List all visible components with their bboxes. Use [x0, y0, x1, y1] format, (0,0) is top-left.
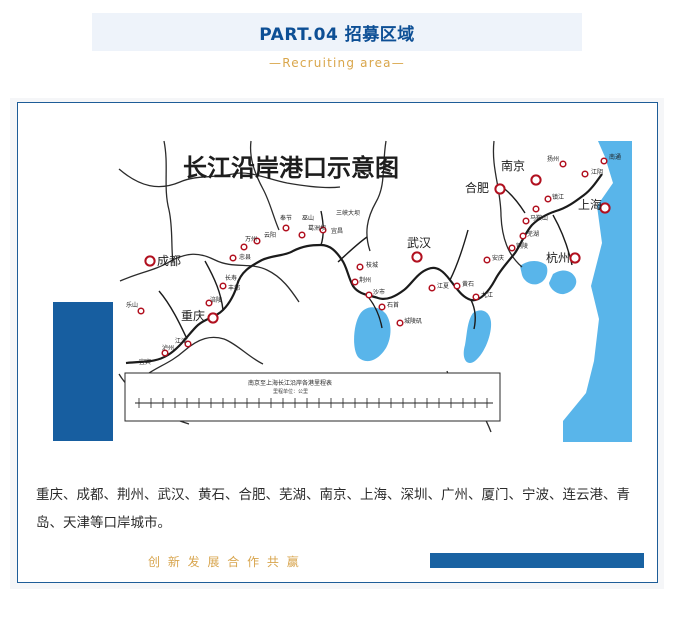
section-title-bar: PART.04 招募区域: [92, 13, 582, 51]
marker-chengdu: [144, 255, 156, 267]
city-markers: [137, 157, 611, 357]
legend-ticks: [138, 398, 488, 408]
legend-title: 南京至上海长江沿岸各港里程表: [248, 379, 332, 387]
label-yichang: 宜昌: [331, 227, 343, 235]
mileage-legend: 南京至上海长江沿岸各港里程表 里程单位：公里: [124, 372, 501, 422]
dongting-lake: [354, 307, 391, 362]
sea-area: [563, 141, 632, 442]
taihu-lake: [549, 270, 577, 295]
marker-hefei: [494, 183, 506, 195]
marker-wuhan: [411, 251, 423, 263]
map-title: 长江沿岸港口示意图: [183, 154, 399, 182]
marker-chongqing: [207, 312, 219, 324]
label-hefei: 合肥: [465, 180, 489, 195]
marker-shanghai: [599, 202, 611, 214]
label-changshou: 长寿: [225, 274, 237, 282]
yangtze-port-map: 长江沿岸港口示意图: [53, 140, 632, 442]
marker-hangzhou: [569, 252, 581, 264]
label-huangshi: 黄石: [462, 280, 474, 288]
label-shishou: 石首: [387, 301, 399, 309]
recruitment-cities-text: 重庆、成都、荆州、武汉、黄石、合肥、芜湖、南京、上海、深圳、广州、厦门、宁波、连…: [36, 487, 630, 531]
label-fengjie: 奉节: [280, 214, 292, 222]
label-jiangxia: 江夏: [437, 283, 449, 290]
label-zhongxian: 忠县: [239, 253, 251, 261]
label-chenglingji: 城陵矶: [404, 317, 422, 325]
label-jiujiang: 九江: [481, 291, 493, 299]
label-shanghai: 上海: [578, 197, 602, 212]
map-accent-block: [53, 302, 113, 441]
label-yunyang: 云阳: [264, 231, 276, 239]
label-wanzhou: 万州: [245, 236, 257, 243]
poyang-lake: [463, 310, 492, 364]
legend-subtitle: 里程单位：公里: [273, 388, 308, 395]
label-nanjing: 南京: [501, 158, 525, 173]
label-jiangjin: 江津: [175, 338, 187, 345]
label-jingzhou: 荆州: [359, 276, 371, 284]
label-zhenjiang: 镇江: [552, 193, 564, 201]
slogan-text: 创 新 发 展 合 作 共 赢: [148, 555, 301, 569]
section-subtitle: —Recruiting area—: [269, 56, 405, 70]
legend-box: [124, 372, 501, 422]
label-maanshan: 马鞍山: [530, 214, 548, 222]
label-hangzhou: 杭州: [546, 250, 570, 265]
label-chengdu: 成都: [157, 254, 181, 268]
label-wuhan: 武汉: [407, 236, 431, 250]
label-sanxia: 三峡大坝: [336, 209, 360, 217]
marker-nanjing: [530, 174, 542, 186]
label-zhicheng: 枝城: [366, 261, 378, 269]
label-nantong: 南通: [609, 153, 621, 161]
section-title: PART.04 招募区域: [259, 24, 415, 45]
label-jiangyin: 江阴: [591, 168, 603, 176]
label-tongling: 铜陵: [516, 242, 528, 250]
label-anqing: 安庆: [492, 254, 504, 262]
map-svg: 长江沿岸港口示意图: [118, 140, 632, 442]
label-wushan: 巫山: [302, 214, 314, 222]
label-fengdu: 丰都: [228, 284, 240, 292]
label-luzhou: 泸州: [162, 344, 174, 352]
label-wuhu: 芜湖: [527, 230, 539, 238]
label-chongqing: 重庆: [181, 309, 205, 323]
yangtze-river: [125, 173, 603, 365]
label-shashi: 沙市: [373, 288, 385, 296]
label-yibin: 宜宾: [139, 358, 151, 366]
chaohu-lake: [520, 261, 548, 285]
city-labels: 成都 重庆 武汉 合肥 南京 上海 杭州 宜昌 葛洲坝 三峡大坝 奉节 巫山 云…: [126, 153, 621, 366]
label-fuling: 涪陵: [210, 296, 222, 304]
label-leshan: 乐山: [126, 301, 138, 309]
label-gezhouba: 葛洲坝: [308, 224, 326, 232]
bottom-accent-bar: [430, 553, 644, 568]
label-yangzhou: 扬州: [547, 155, 559, 163]
